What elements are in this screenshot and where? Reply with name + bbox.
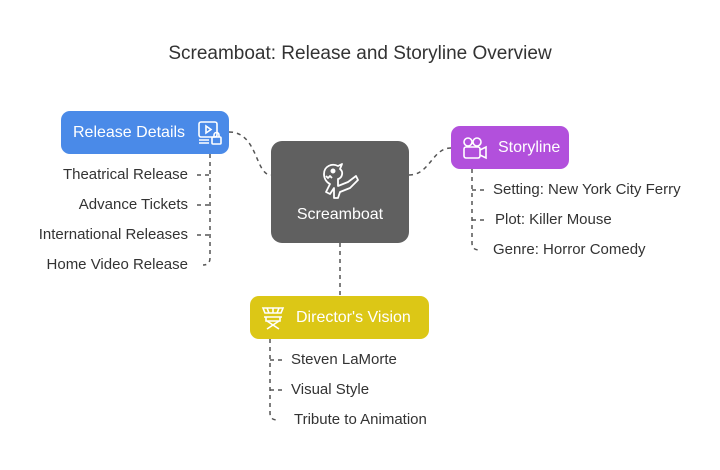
diagram-title: Screamboat: Release and Storyline Overvi… xyxy=(168,43,552,64)
connector-release-items xyxy=(202,154,211,266)
storyline-item: Setting: New York City Ferry xyxy=(493,181,681,198)
monster-icon xyxy=(318,160,362,200)
directors-vision-label: Director's Vision xyxy=(296,308,411,326)
release-item: Theatrical Release xyxy=(62,166,188,183)
release-item: Home Video Release xyxy=(46,256,188,273)
storyline-node: Storyline xyxy=(451,126,569,169)
connector-release-center xyxy=(228,131,272,176)
director-item: Steven LaMorte xyxy=(291,351,397,368)
storyline-item: Plot: Killer Mouse xyxy=(495,211,612,228)
storyline-item: Genre: Horror Comedy xyxy=(493,241,646,258)
release-details-label: Release Details xyxy=(73,123,186,141)
release-details-node: Release Details xyxy=(61,111,229,154)
center-label: Screamboat xyxy=(296,206,384,223)
release-item: International Releases xyxy=(38,226,188,243)
director-item: Tribute to Animation xyxy=(294,411,427,428)
director-item: Visual Style xyxy=(291,381,370,398)
connector-director-items xyxy=(269,339,278,421)
directors-vision-node: Director's Vision xyxy=(250,296,429,339)
video-lock-icon xyxy=(197,120,223,146)
camera-icon xyxy=(461,135,489,161)
connector-center-storyline xyxy=(408,147,452,176)
release-item: Advance Tickets xyxy=(78,196,188,213)
director-chair-icon xyxy=(260,305,286,331)
storyline-label: Storyline xyxy=(498,138,561,156)
connector-storyline-items xyxy=(471,169,480,251)
center-node: Screamboat xyxy=(271,141,409,243)
